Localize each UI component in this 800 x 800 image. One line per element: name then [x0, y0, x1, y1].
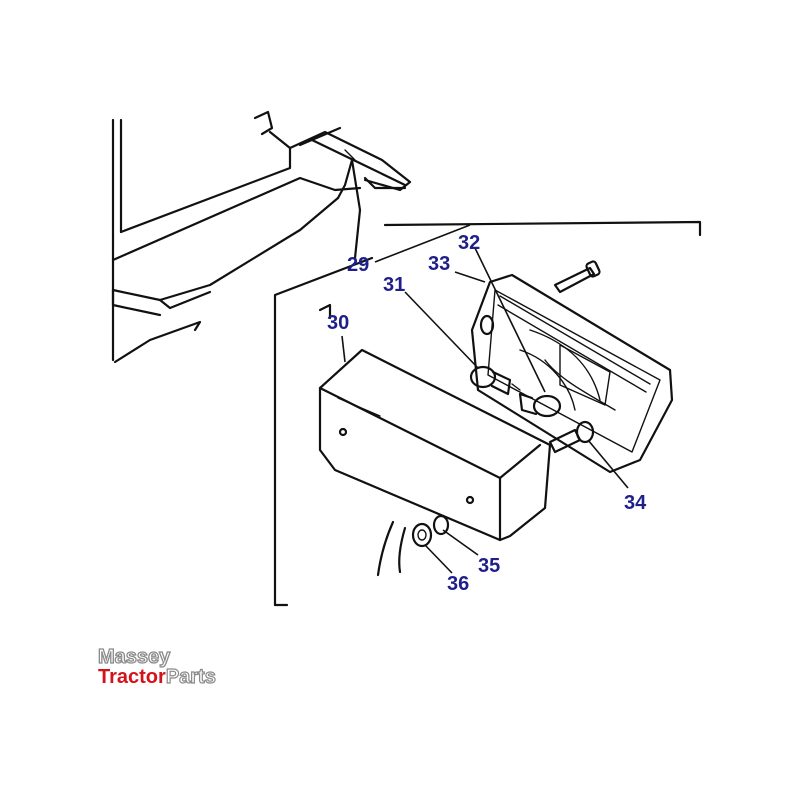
- mounting-plate: [273, 220, 702, 607]
- leader-lines: [341, 224, 629, 574]
- logo-tractor: Tractor: [98, 666, 166, 688]
- bulb-32: [518, 392, 562, 418]
- screw-top: [553, 260, 601, 294]
- logo-tractor-parts: TractorParts: [98, 666, 216, 688]
- washer-35: [432, 514, 450, 536]
- lamp-lens: [470, 273, 674, 474]
- screw-34: [548, 420, 595, 454]
- callout-35: 35: [478, 555, 500, 577]
- callout-36: 36: [447, 573, 469, 595]
- lamp-housing: [318, 348, 552, 542]
- fender-bracket: [111, 110, 412, 364]
- bulb-31: [469, 365, 521, 396]
- callout-34: 34: [624, 492, 647, 514]
- callout-29: 29: [347, 254, 369, 276]
- nut-36: [411, 522, 433, 548]
- callout-32: 32: [458, 232, 480, 254]
- brand-logo: Massey TractorParts: [97, 645, 216, 688]
- logo-parts: Parts: [166, 666, 216, 688]
- callout-33: 33: [428, 253, 450, 275]
- wire-harness: [376, 520, 407, 577]
- callout-labels: 29 30 31 32 33 34 35 36: [327, 232, 647, 595]
- callout-30: 30: [327, 312, 349, 334]
- logo-massey: Massey: [98, 646, 171, 668]
- callout-31: 31: [383, 274, 405, 296]
